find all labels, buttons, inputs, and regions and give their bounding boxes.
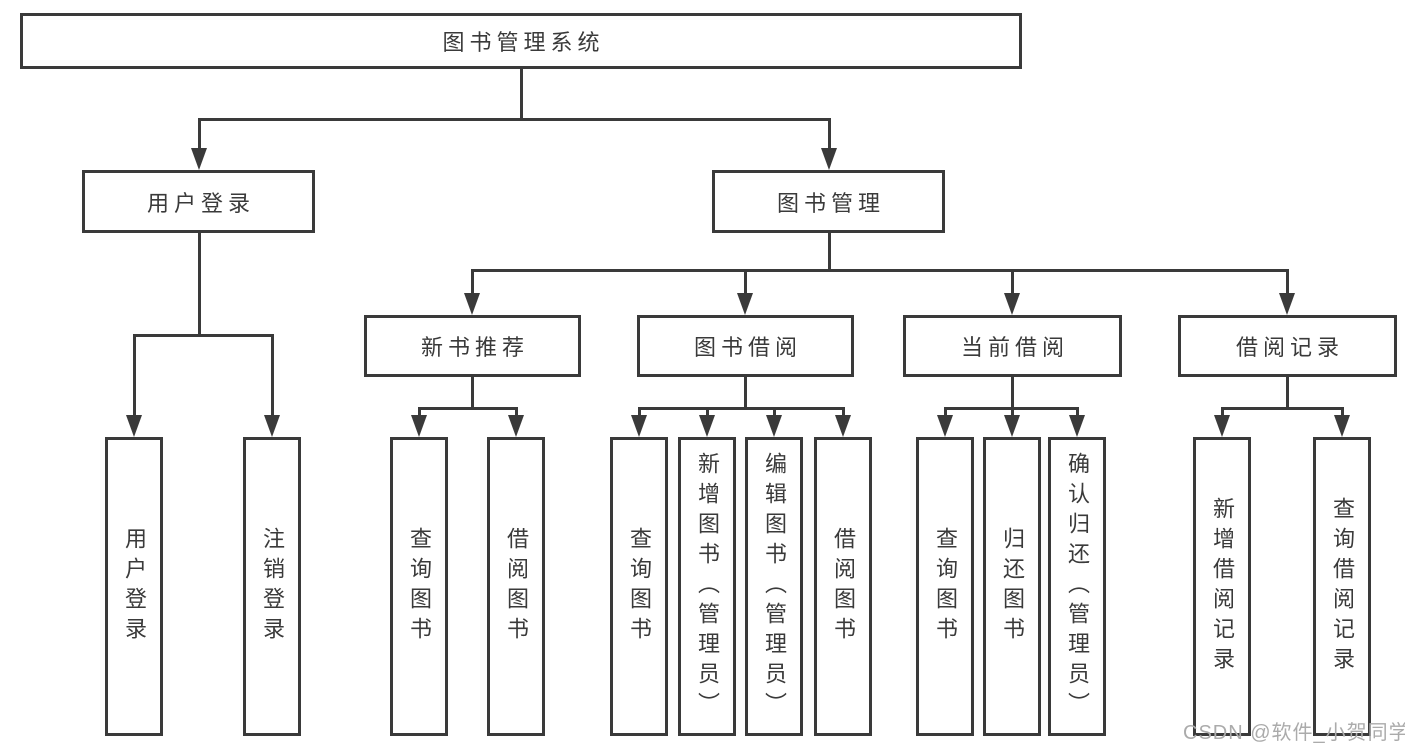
connector-line (470, 377, 474, 410)
node-user-login: 用户登录 (82, 170, 315, 233)
node-label: 注销登录 (260, 526, 285, 647)
connector-line (132, 333, 274, 337)
leaf-query-borrow-record: 查询借阅记录 (1313, 437, 1371, 736)
arrowhead-icon (508, 415, 524, 437)
node-label: 用户登录 (146, 190, 255, 216)
node-current-borrowing: 当前借阅 (903, 315, 1122, 377)
leaf-return-books: 归还图书 (983, 437, 1041, 736)
node-label: 查询图书 (933, 526, 958, 647)
connector-line (1285, 270, 1289, 295)
arrowhead-icon (464, 293, 480, 315)
connector-line (197, 117, 831, 121)
connector-line (827, 233, 831, 272)
node-label: 图书借阅 (693, 335, 802, 360)
node-borrowing-records: 借阅记录 (1178, 315, 1397, 377)
arrowhead-icon (126, 415, 142, 437)
arrowhead-icon (1004, 293, 1020, 315)
connector-line (743, 377, 747, 410)
connector-line (514, 408, 518, 417)
node-label: 新增借阅记录 (1210, 496, 1235, 677)
connector-line (132, 335, 136, 417)
node-label: 图书管理系统 (442, 30, 605, 55)
connector-line (417, 406, 518, 410)
node-new-book-recommend: 新书推荐 (364, 315, 581, 377)
arrowhead-icon (1334, 415, 1350, 437)
node-label: 查询图书 (627, 526, 652, 647)
connector-line (1010, 270, 1014, 295)
connector-line (637, 408, 641, 417)
arrowhead-icon (264, 415, 280, 437)
csdn-watermark: CSDN @软件_小贺同学 (1183, 722, 1405, 744)
arrowhead-icon (699, 415, 715, 437)
connector-line (417, 408, 421, 417)
node-label: 归还图书 (1000, 526, 1025, 647)
leaf-borrow-books-recommend: 借阅图书 (487, 437, 545, 736)
connector-line (705, 408, 709, 417)
node-label: 新增图书（管理员） (695, 451, 720, 722)
leaf-edit-books-admin: 编辑图书（管理员） (745, 437, 803, 736)
leaf-add-books-admin: 新增图书（管理员） (678, 437, 736, 736)
leaf-logout: 注销登录 (243, 437, 301, 736)
node-label: 查询图书 (407, 526, 432, 647)
leaf-user-login: 用户登录 (105, 437, 163, 736)
arrowhead-icon (1004, 415, 1020, 437)
leaf-query-books-recommend: 查询图书 (390, 437, 448, 736)
connector-line (470, 268, 1289, 272)
node-label: 编辑图书（管理员） (762, 451, 787, 722)
node-book-borrowing: 图书借阅 (637, 315, 854, 377)
connector-line (470, 270, 474, 295)
node-book-management: 图书管理 (712, 170, 945, 233)
leaf-add-borrow-record: 新增借阅记录 (1193, 437, 1251, 736)
node-label: 当前借阅 (960, 335, 1069, 360)
leaf-borrow-books-borrowing: 借阅图书 (814, 437, 872, 736)
arrowhead-icon (411, 415, 427, 437)
connector-line (743, 270, 747, 295)
connector-line (827, 119, 831, 150)
connector-line (772, 408, 776, 417)
arrowhead-icon (937, 415, 953, 437)
connector-line (1075, 408, 1079, 417)
connector-line (519, 69, 523, 121)
leaf-query-books-current: 查询图书 (916, 437, 974, 736)
connector-line (1220, 406, 1344, 410)
connector-line (943, 408, 947, 417)
connector-line (841, 408, 845, 417)
arrowhead-icon (1214, 415, 1230, 437)
connector-line (1010, 377, 1014, 410)
connector-line (1010, 408, 1014, 417)
node-label: 借阅记录 (1235, 335, 1344, 360)
arrowhead-icon (631, 415, 647, 437)
arrowhead-icon (835, 415, 851, 437)
leaf-query-books-borrowing: 查询图书 (610, 437, 668, 736)
arrowhead-icon (821, 148, 837, 170)
node-label: 借阅图书 (831, 526, 856, 647)
arrowhead-icon (737, 293, 753, 315)
connector-line (197, 233, 201, 337)
node-library-management-system: 图书管理系统 (20, 13, 1022, 69)
arrowhead-icon (1279, 293, 1295, 315)
arrowhead-icon (1069, 415, 1085, 437)
leaf-confirm-return-admin: 确认归还（管理员） (1048, 437, 1106, 736)
connector-line (637, 406, 845, 410)
node-label: 用户登录 (122, 526, 147, 647)
connector-line (1340, 408, 1344, 417)
arrowhead-icon (191, 148, 207, 170)
node-label: 查询借阅记录 (1330, 496, 1355, 677)
node-label: 新书推荐 (420, 335, 529, 360)
node-label: 确认归还（管理员） (1065, 451, 1090, 722)
connector-line (197, 119, 201, 150)
arrowhead-icon (766, 415, 782, 437)
connector-line (1220, 408, 1224, 417)
node-label: 借阅图书 (504, 526, 529, 647)
node-label: 图书管理 (776, 190, 885, 216)
connector-line (1285, 377, 1289, 410)
connector-line (270, 335, 274, 417)
